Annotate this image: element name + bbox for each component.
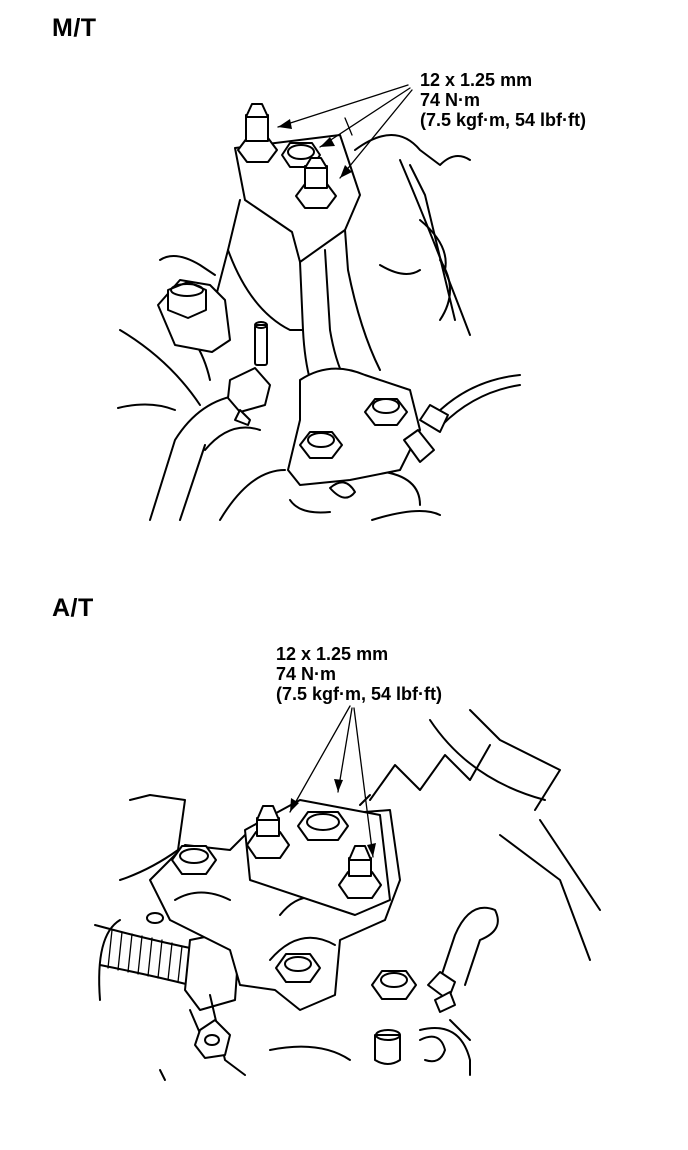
at-hose-fitting <box>427 906 499 1013</box>
at-leader-arrows <box>289 705 376 858</box>
mt-torque-alt-value: (7.5 kgf·m, 54 lbf·ft) <box>420 110 587 130</box>
at-flange-nut-center <box>297 811 349 841</box>
at-stud-bolt-right <box>338 845 382 899</box>
at-heading: A/T <box>52 594 94 622</box>
at-bolt-size: 12 x 1.25 mm <box>276 644 389 664</box>
mt-stud-bolt-right <box>295 157 337 209</box>
mt-stud-bolt-left <box>237 103 278 163</box>
mt-transmission-housing <box>117 134 471 521</box>
mt-bolt-size: 12 x 1.25 mm <box>420 70 533 90</box>
at-nut-left <box>171 845 217 875</box>
at-transmission-housing <box>98 709 601 1081</box>
mt-torque-spec: 12 x 1.25 mm 74 N·m (7.5 kgf·m, 54 lbf·f… <box>420 70 586 130</box>
at-lower-nut-right <box>371 970 417 1000</box>
mt-stud-sensor <box>227 321 271 426</box>
mt-lower-nut-left <box>299 431 343 459</box>
mt-left-flange <box>157 279 231 353</box>
mt-torque-value: 74 N·m <box>420 90 481 110</box>
mt-leader-arrows <box>277 84 413 179</box>
mt-hose-line <box>403 374 521 463</box>
mt-heading: M/T <box>52 14 97 42</box>
at-torque-value: 74 N·m <box>276 664 337 684</box>
at-stud-bolt-left <box>246 805 290 859</box>
at-torque-spec: 12 x 1.25 mm 74 N·m (7.5 kgf·m, 54 lbf·f… <box>276 644 442 704</box>
at-torque-alt-value: (7.5 kgf·m, 54 lbf·ft) <box>276 684 443 704</box>
mt-lower-nut-right <box>364 398 408 426</box>
at-lower-details <box>146 912 446 1065</box>
mt-mount-illustration <box>117 84 521 521</box>
at-lower-nut-left <box>275 953 321 983</box>
at-mount-illustration <box>94 705 601 1081</box>
